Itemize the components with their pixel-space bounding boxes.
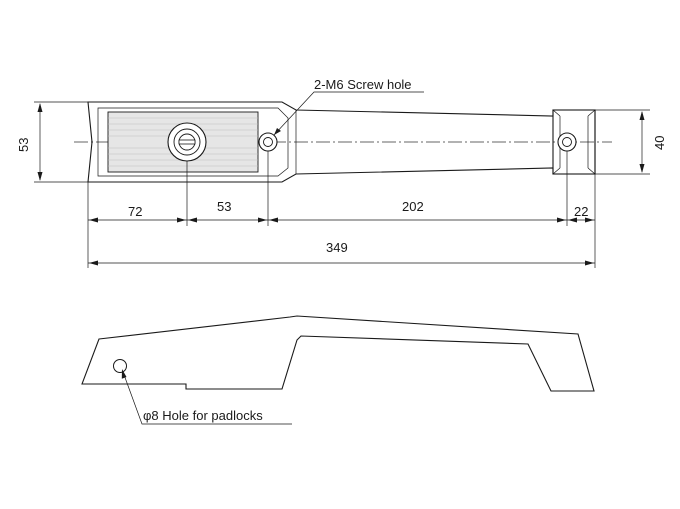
arrow-349-left	[89, 260, 98, 266]
arrow-202-right	[557, 217, 566, 223]
arrow-22-right	[585, 217, 594, 223]
end-block-diag-bottom-r	[587, 167, 596, 175]
dim-label-202: 202	[402, 199, 424, 214]
end-block-diag-top-r	[587, 109, 596, 117]
dim-label-53b: 53	[217, 199, 231, 214]
key-slot	[178, 139, 196, 145]
padlock-leader-arrow	[121, 369, 127, 379]
screw-hole-leader-arrow	[274, 128, 281, 135]
arrow-40-top	[639, 111, 645, 120]
arrow-22-left	[568, 217, 577, 223]
arrow-53b-left	[188, 217, 197, 223]
arrow-72-right	[177, 217, 186, 223]
arrow-72-left	[89, 217, 98, 223]
screw-hole-left-inner	[263, 137, 273, 147]
dim-label-53: 53	[16, 138, 31, 152]
screw-hole-left-outer	[258, 132, 278, 152]
screw-hole-right-outer	[557, 132, 577, 152]
body-bevel-inner	[97, 107, 289, 177]
arrow-202-left	[269, 217, 278, 223]
arrow-53b-right	[258, 217, 267, 223]
padlock-hole	[113, 359, 127, 373]
arrow-53-bottom	[37, 172, 43, 181]
arrow-53-top	[37, 103, 43, 112]
handle-side-outline	[81, 315, 595, 392]
dim-label-40: 40	[652, 136, 667, 150]
end-block-diag-top	[552, 109, 561, 117]
end-block	[552, 109, 596, 175]
dim-label-349: 349	[326, 240, 348, 255]
screw-hole-label: 2-M6 Screw hole	[314, 77, 412, 92]
screw-hole-leader	[273, 91, 424, 136]
top-view: 2-M6 Screw hole 53 40 72 53 202	[16, 77, 667, 268]
lock-cylinder-mid	[173, 128, 201, 156]
padlock-label: φ8 Hole for padlocks	[143, 408, 263, 423]
dim-label-72: 72	[128, 204, 142, 219]
arrow-349-right	[585, 260, 594, 266]
screw-hole-right-inner	[562, 137, 572, 147]
side-view: φ8 Hole for padlocks	[81, 315, 595, 425]
end-block-diag-bottom	[552, 167, 561, 175]
arrow-40-bottom	[639, 164, 645, 173]
padlock-leader	[122, 371, 292, 425]
dim-label-22: 22	[574, 204, 588, 219]
